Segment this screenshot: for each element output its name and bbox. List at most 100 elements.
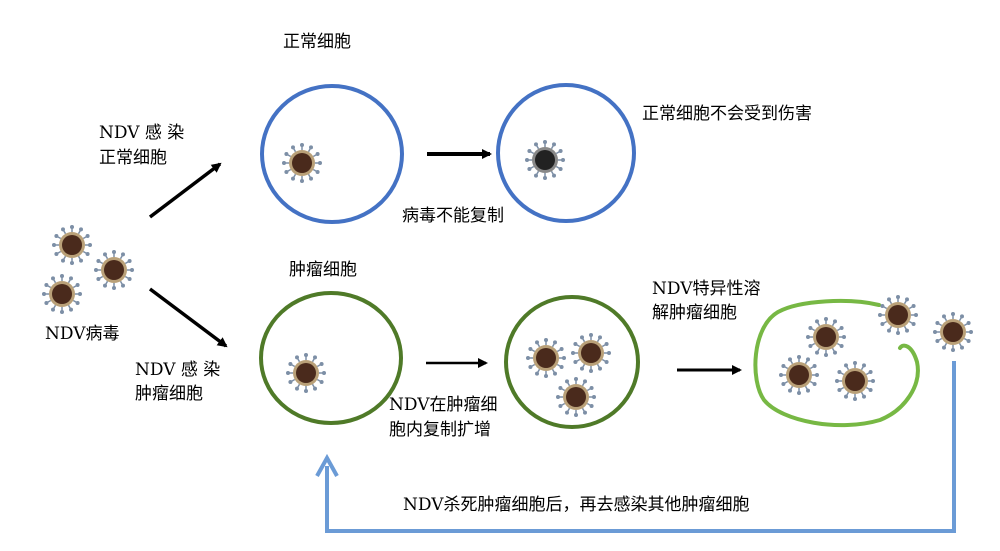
virion-spike-tip <box>839 326 844 330</box>
virion-spike-tip <box>61 227 65 232</box>
virion-spike-tip <box>525 158 529 162</box>
virion-core <box>292 153 312 173</box>
virion-spike-tip <box>96 277 101 281</box>
virion-spike-tip <box>589 369 593 373</box>
virion-spike-tip <box>558 404 563 408</box>
virion-spike-tip <box>583 379 587 384</box>
virion-spike-tip <box>318 161 322 165</box>
virion-spike-tip <box>85 252 90 256</box>
virion-spike-tip <box>844 394 848 399</box>
virion-spike-tip <box>121 252 125 257</box>
virion-spike-tip <box>935 321 940 325</box>
virion-spike-tip <box>527 149 532 153</box>
virion-spike-tip <box>806 357 810 362</box>
virion-spike-tip <box>295 386 299 391</box>
virion-spike-tip <box>580 335 584 340</box>
virion-spike-tip <box>933 330 937 334</box>
virion-spike-tip <box>322 371 326 375</box>
virion-spike-tip <box>300 143 304 147</box>
reinfection-cycle-label: NDV杀死肿瘤细胞后，再去感染其他肿瘤细胞 <box>403 495 750 515</box>
virion-spike-tip <box>868 388 873 392</box>
virion-spike-tip <box>558 149 563 153</box>
virion-spike-tip <box>853 397 857 401</box>
reinfection-cycle-arrowhead <box>315 453 339 477</box>
virion-spike-tip <box>562 356 566 360</box>
virion-spike-tip <box>837 388 842 392</box>
virion-spike-tip <box>589 404 594 408</box>
virion-spike-tip <box>127 277 132 281</box>
virion-tumor-cell-2-b <box>571 333 611 373</box>
virion-spike-tip <box>911 304 916 308</box>
virion-spike-tip <box>558 386 563 390</box>
virion-spike-tip <box>51 276 55 281</box>
tumor-cell-1 <box>259 291 403 425</box>
virion-spike-tip <box>871 379 875 383</box>
virion-spike-tip <box>315 152 320 156</box>
virion-core <box>845 371 865 391</box>
virion-spike-tip <box>286 371 290 375</box>
virion-core <box>581 343 601 363</box>
virus-no-replicate-label: 病毒不能复制 <box>402 206 504 226</box>
virion-spike-tip <box>896 331 900 335</box>
virion-spike-tip <box>815 319 819 324</box>
virion-spike-tip <box>951 348 955 352</box>
virion-spike-tip <box>969 330 973 334</box>
virion-spike-tip <box>573 360 578 364</box>
virion-core <box>566 387 586 407</box>
virion-spike-tip <box>808 326 813 330</box>
virion-spike-tip <box>112 250 116 254</box>
virion-core <box>816 327 836 347</box>
virion-spike-tip <box>553 340 557 345</box>
virion-spike-tip <box>75 301 80 305</box>
virion-spike-tip <box>52 243 56 247</box>
virion-normal-cell-2 <box>525 140 565 180</box>
virion-released-2 <box>933 312 973 352</box>
virion-spike-tip <box>571 351 575 355</box>
virion-spike-tip <box>309 145 313 150</box>
virion-spike-tip <box>812 364 817 368</box>
virion-spike-tip <box>121 283 125 288</box>
virion-spike-tip <box>291 145 295 150</box>
virion-spike-tip <box>966 339 971 343</box>
virion-spike-tip <box>70 261 74 265</box>
infect-normal-label-line2: 正常细胞 <box>99 148 167 168</box>
virion-spike-tip <box>844 363 848 368</box>
virion-spike-tip <box>589 333 593 337</box>
virion-spike-tip <box>598 366 602 371</box>
virion-spike-tip <box>583 410 587 415</box>
virion-spike-tip <box>797 355 801 359</box>
normal-no-harm-label: 正常细胞不会受到伤害 <box>642 104 812 124</box>
tumor-cell-2 <box>504 295 640 429</box>
virion-normal-cell-1 <box>282 143 322 183</box>
virion-spike-tip <box>887 328 891 333</box>
virion-spike-tip <box>61 258 65 263</box>
virion-spike-tip <box>51 307 55 312</box>
lysed-tumor-cell <box>753 298 920 428</box>
virion-group <box>42 140 973 417</box>
virion-tumor-cell-2-a <box>526 338 566 378</box>
virion-spike-tip <box>833 319 837 324</box>
virion-spike-tip <box>604 360 609 364</box>
virion-spike-tip <box>839 344 844 348</box>
virion-released-1 <box>878 295 918 335</box>
lyse-label-line1: NDV特异性溶 <box>652 279 761 299</box>
virion-spike-tip <box>880 304 885 308</box>
virion-spike-tip <box>85 234 90 238</box>
virion-spike-tip <box>966 321 971 325</box>
virion-spike-tip <box>284 152 289 156</box>
virion-spike-tip <box>942 345 946 350</box>
virion-spike-tip <box>808 344 813 348</box>
virion-lysed-1 <box>806 317 846 357</box>
virion-spike-tip <box>842 335 846 339</box>
virion-spike-tip <box>543 176 547 180</box>
virion-spike-tip <box>60 274 64 278</box>
virion-spike-tip <box>54 252 59 256</box>
virion-spike-tip <box>574 377 578 381</box>
virion-tumor-cell-1 <box>286 353 326 393</box>
virion-spike-tip <box>304 353 308 357</box>
virion-spike-tip <box>824 317 828 321</box>
virion-spike-tip <box>70 225 74 229</box>
virion-spike-tip <box>781 364 786 368</box>
virion-lysed-2 <box>779 355 819 395</box>
